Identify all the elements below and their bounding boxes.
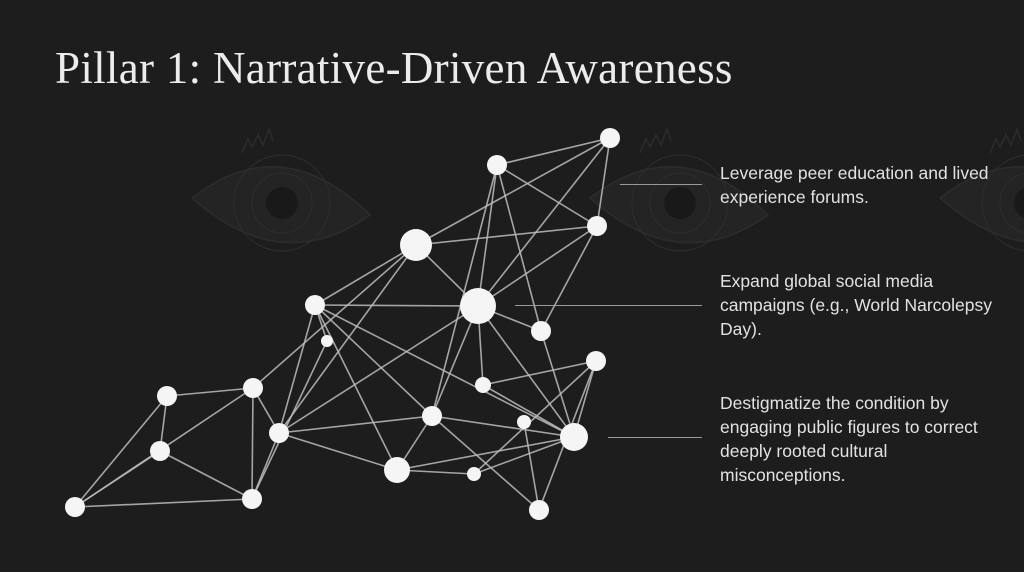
network-edge [496,164,598,227]
network-edge [166,387,254,397]
network-edge [431,415,575,438]
network-edge [596,137,611,227]
network-edge [251,387,254,500]
network-edge [477,137,611,307]
network-edge [314,304,575,438]
network-node [586,351,606,371]
network-node [600,128,620,148]
network-node [321,335,333,347]
network-edge [477,305,575,438]
network-node [243,378,263,398]
network-edge [251,340,328,500]
network-edge [252,244,417,389]
network-edge [278,432,398,471]
eye-icon [938,126,1024,252]
network-edge [415,137,611,246]
leader-line-2 [515,305,702,306]
network-node [400,229,432,261]
network-edge [396,436,575,471]
leader-line-3 [608,437,702,438]
network-edge [431,305,479,417]
bullet-point-1: Leverage peer education and lived experi… [720,163,989,207]
network-edge [314,304,433,417]
network-edge [496,137,611,166]
network-edge [473,436,575,475]
bullet-point-2: Expand global social media campaigns (e.… [720,271,993,339]
network-node [529,500,549,520]
network-edge [159,450,253,500]
network-edge [477,164,498,307]
network-edge [482,384,575,438]
network-edge [74,395,168,508]
network-node [560,423,588,451]
network-node [531,321,551,341]
network-edge [540,225,598,332]
network-node [475,377,491,393]
network-edge [278,305,479,434]
network-edge [415,225,598,246]
network-edges [74,137,611,511]
network-edge [523,421,540,511]
network-edge [74,498,253,508]
network-node [517,415,531,429]
network-edge [540,330,575,438]
network-nodes [65,128,620,520]
eye-icon [588,126,770,252]
eye-icon [190,126,372,252]
network-node [384,457,410,483]
network-edge [278,304,316,434]
network-edge [314,304,479,307]
network-node [487,155,507,175]
network-edge [477,225,598,307]
network-edge [473,360,597,475]
network-edge [496,164,542,332]
network-edge [431,164,498,417]
bullet-point-3: Destigmatize the condition by engaging p… [720,393,978,485]
network-node [242,489,262,509]
background-eye-illustrations [190,126,1024,252]
network-node [467,467,481,481]
network-edge [314,244,417,306]
network-node [305,295,325,315]
network-node [157,386,177,406]
network-node [269,423,289,443]
leader-line-1 [620,184,702,185]
network-edge [314,304,398,471]
slide-title: Pillar 1: Narrative-Driven Awareness [55,43,733,93]
network-node [150,441,170,461]
network-node [460,288,496,324]
network-edge [278,244,417,434]
network-node [587,216,607,236]
network-node [422,406,442,426]
network-edge [482,360,597,386]
network-edge [278,415,433,434]
network-node [65,497,85,517]
network-edge [251,432,280,500]
